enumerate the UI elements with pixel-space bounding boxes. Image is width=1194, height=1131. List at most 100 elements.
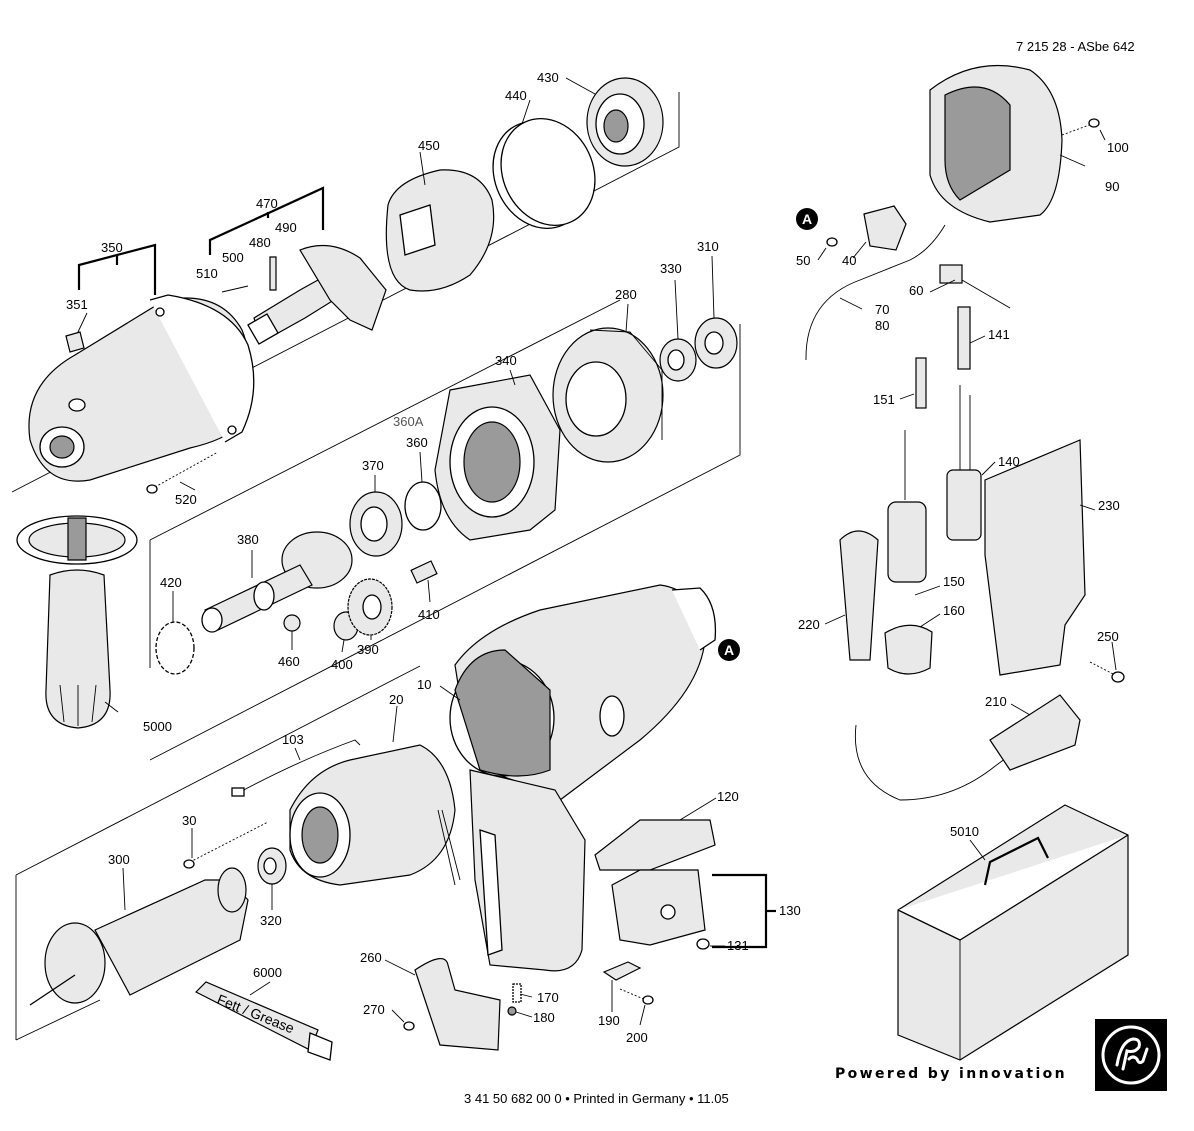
callout-190: 190 [598,1013,620,1028]
switch-120-part [594,819,716,871]
callout-120: 120 [717,789,739,804]
side-handle-part [16,515,138,729]
callout-30: 30 [182,813,197,828]
callout-150: 150 [943,574,965,589]
callout-470: 470 [256,196,278,211]
marker-a-left-letter: A [802,211,812,227]
marker-a-right: A [718,639,740,661]
bracket-130 [712,873,776,949]
bearing-330-part [659,338,697,382]
callout-180: 180 [533,1010,555,1025]
callout-100: 100 [1107,140,1129,155]
handle-half-230-part [984,439,1086,676]
spring-440-part [492,117,596,230]
callout-500: 500 [222,250,244,265]
callout-400: 400 [331,657,353,672]
callout-5010: 5010 [950,824,979,839]
callout-390: 390 [357,642,379,657]
callout-410: 410 [418,607,440,622]
screw-131-part [696,938,710,950]
callout-170: 170 [537,990,559,1005]
callout-140: 140 [998,454,1020,469]
spring-170-part [512,983,522,1003]
document-reference: 7 215 28 - ASbe 642 [1016,39,1135,54]
callout-460: 460 [278,654,300,669]
marker-a-left: A [796,208,818,230]
fan-guide-280-part [552,327,664,463]
brand-slogan: Powered by innovation [835,1066,1068,1082]
callout-10: 10 [417,677,432,692]
gear-390-part [347,578,393,636]
marker-a-right-letter: A [724,642,734,658]
screw-200-part [619,988,654,1005]
callout-60: 60 [909,283,924,298]
gear-shaft-380-part [201,531,353,633]
callout-90: 90 [1105,179,1120,194]
callout-230: 230 [1098,498,1120,513]
pin-410-part [410,560,438,584]
cable-sleeve-220-part [839,530,879,661]
motor-housing-10-part [449,584,717,801]
callout-340: 340 [495,353,517,368]
tube-151-part [915,357,927,409]
armature-300-part [29,867,249,1006]
gear-housing-part [28,294,255,482]
cable-70-part [805,224,946,361]
callout-6000: 6000 [253,965,282,980]
callout-151: 151 [873,392,895,407]
callout-490: 490 [275,220,297,235]
cover-260-part [414,958,501,1051]
fein-logo-icon [1101,1025,1161,1085]
callout-440: 440 [505,88,527,103]
screw-30-part [183,821,269,869]
spindle-part [221,244,387,345]
switch-130-part [611,869,706,946]
ring-420-part [155,621,195,675]
connector-60-part [939,264,1011,309]
tube-141-part [957,306,971,370]
callout-370: 370 [362,458,384,473]
callout-360A: 360A [393,414,424,429]
grease-tube-label: Fett / Grease [215,991,297,1037]
screw-50-part [826,237,838,247]
ball-460-part [283,614,301,632]
callout-280: 280 [615,287,637,302]
callout-360: 360 [406,435,428,450]
handle-shell-part [469,769,586,972]
leader-lines [77,77,1117,1026]
carry-case-5010-part [897,804,1129,1061]
callout-160: 160 [943,603,965,618]
callout-450: 450 [418,138,440,153]
callout-220: 220 [798,617,820,632]
callout-20: 20 [389,692,404,707]
callout-270: 270 [363,1002,385,1017]
flange-340-part [434,374,561,541]
screw-270-part [403,1021,415,1031]
callout-350: 350 [101,240,123,255]
ring-360-part [404,481,442,531]
callout-380: 380 [237,532,259,547]
callout-420: 420 [160,575,182,590]
callout-330: 330 [660,261,682,276]
ball-180-part [507,1006,517,1016]
capacitor-150-part [887,430,927,583]
bracket-350 [77,243,157,295]
clutch-ring-450-part [385,169,495,292]
fein-logo [1095,1019,1167,1091]
callout-310: 310 [697,239,719,254]
callout-250: 250 [1097,629,1119,644]
brush-holder-40-part [863,205,907,251]
clamp-190-part [602,961,642,981]
callout-40: 40 [842,253,857,268]
callout-5000: 5000 [143,719,172,734]
callout-103: 103 [282,732,304,747]
bearing-310-part [694,317,738,369]
callout-70: 70 [875,302,890,317]
callout-260: 260 [360,950,382,965]
bearing-cap-430-part [586,77,664,167]
grease-tube-6000-part: Fett / Grease [194,981,333,1061]
callout-131: 131 [727,938,749,953]
bracket-470 [208,186,325,255]
callout-50: 50 [796,253,811,268]
